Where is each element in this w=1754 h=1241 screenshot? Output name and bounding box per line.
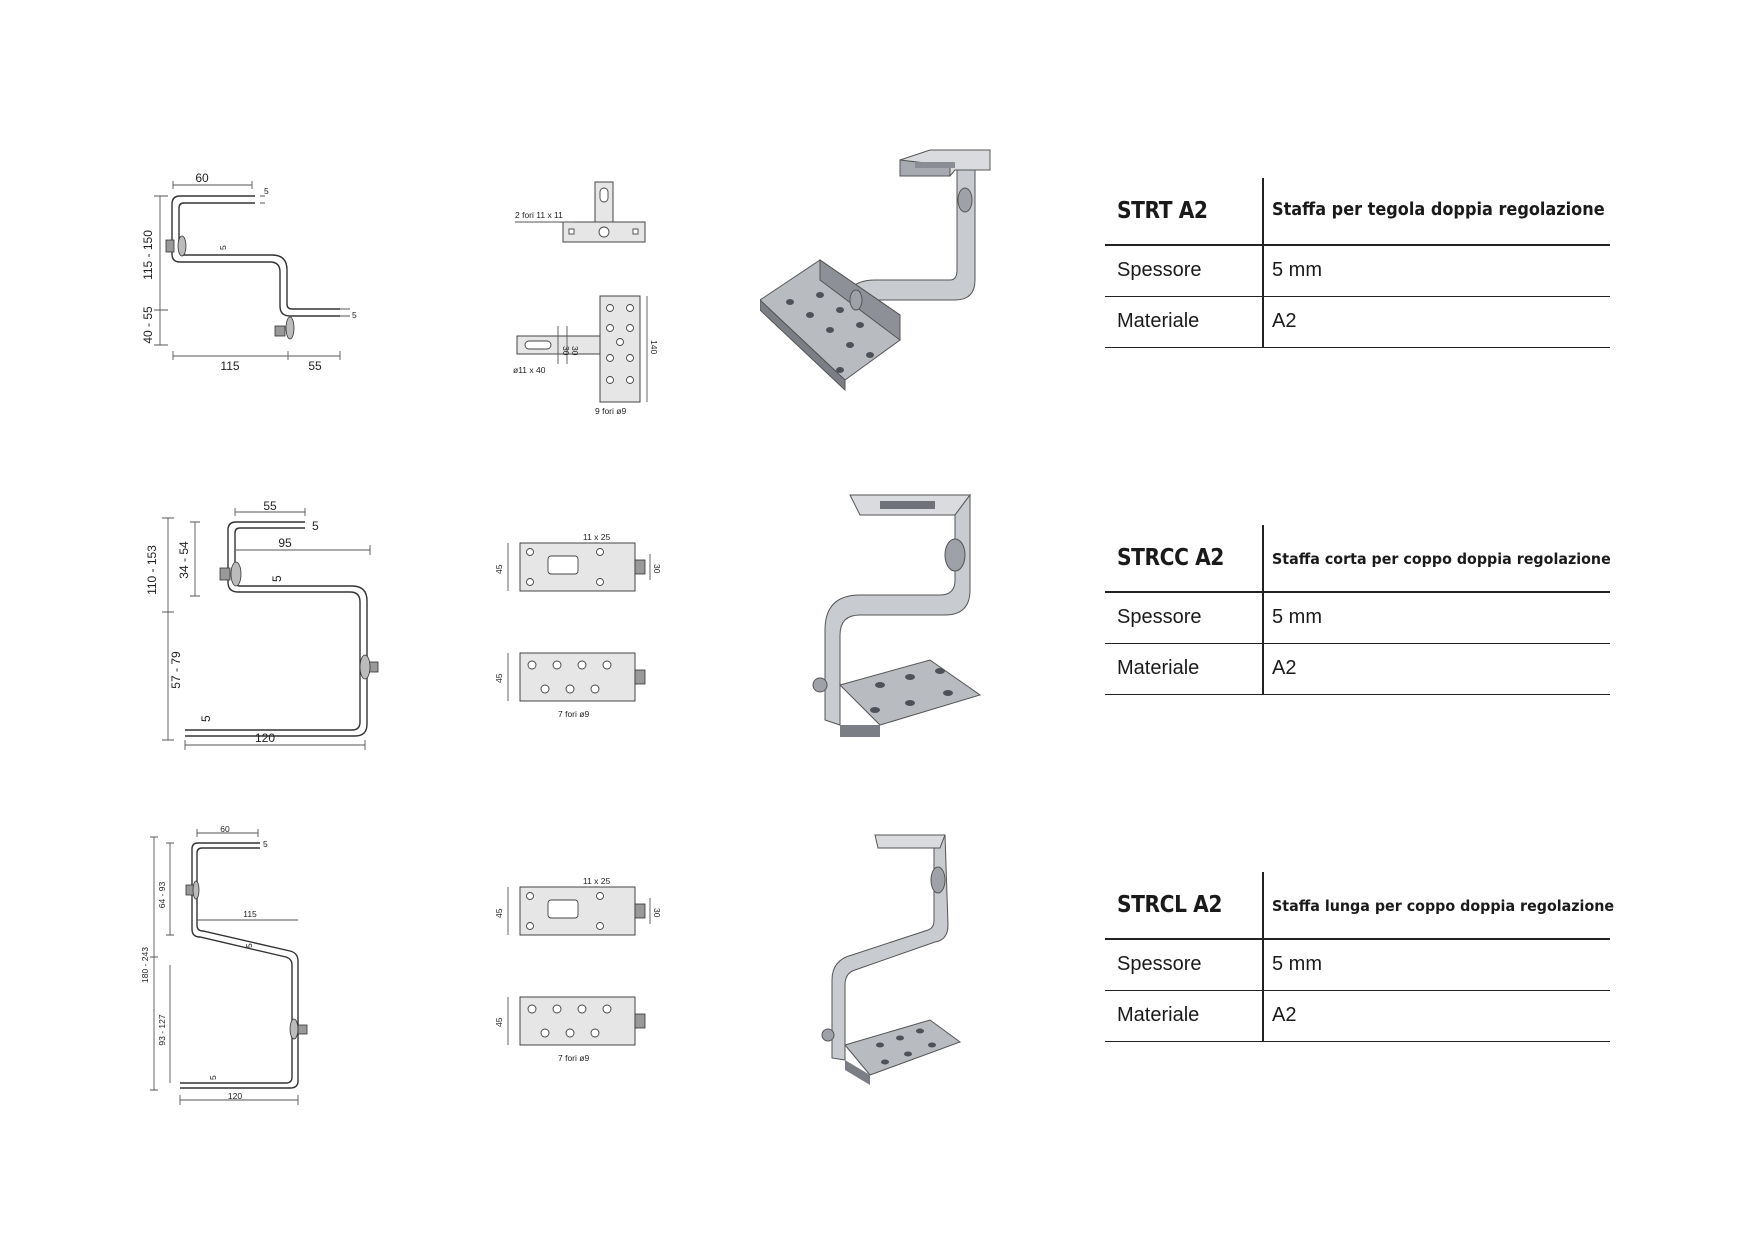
render-strcc <box>770 485 990 770</box>
spec-table-strcl: STRCL A2 Staffa lunga per coppo doppia r… <box>1105 872 1614 1042</box>
dim-lower: 57 - 79 <box>169 651 183 689</box>
dim-upper: 64 - 93 <box>157 881 167 908</box>
side-view-strcl: 60 5 180 - 243 64 - 93 115 5 93 - 127 5 … <box>140 825 340 1105</box>
spec-row-thickness: Spessore 5 mm <box>1105 940 1610 991</box>
plan-holes: 7 fori ø9 <box>558 709 589 719</box>
plan-holes-top: 2 fori 11 x 11 <box>515 210 563 220</box>
dim-top-t: 5 <box>263 839 268 849</box>
plan-slot: 11 x 25 <box>583 876 611 886</box>
spec-row-material: Materiale A2 <box>1105 644 1610 695</box>
render-strt <box>759 140 1010 425</box>
spec-divider <box>1262 940 1264 990</box>
spec-label: Materiale <box>1117 310 1200 332</box>
plan-w1: 30 <box>561 346 571 356</box>
side-view-strcc: 55 5 110 - 153 34 - 54 95 5 57 - 79 5 12… <box>140 500 400 750</box>
spec-divider <box>1262 872 1264 938</box>
dim-base: 120 <box>255 731 275 745</box>
spec-label: Spessore <box>1117 953 1202 975</box>
plan-w-top-r: 30 <box>652 564 662 574</box>
product-code: STRCL A2 <box>1117 892 1222 918</box>
spec-value: 5 mm <box>1272 953 1322 975</box>
spec-label: Materiale <box>1117 1004 1200 1026</box>
product-description: Staffa corta per coppo doppia regolazion… <box>1272 550 1611 568</box>
plan-holes: 7 fori ø9 <box>558 1053 589 1063</box>
dim-base-t: 5 <box>199 715 213 722</box>
dim-base-t: 5 <box>352 310 357 320</box>
spec-value: 5 mm <box>1272 606 1322 628</box>
dim-base: 120 <box>228 1091 242 1101</box>
product-code: STRCC A2 <box>1117 545 1224 571</box>
spec-row-material: Materiale A2 <box>1105 991 1610 1042</box>
plan-slot: 11 x 25 <box>583 532 611 542</box>
spec-label: Materiale <box>1117 657 1200 679</box>
plan-slot: ø11 x 40 <box>513 365 546 375</box>
dim-mid-t: 5 <box>244 943 254 948</box>
spec-divider <box>1262 178 1264 244</box>
spec-divider <box>1262 644 1264 694</box>
spec-value: A2 <box>1272 1004 1297 1026</box>
dim-top: 60 <box>220 825 230 834</box>
plan-len: 140 <box>649 340 659 354</box>
spec-divider <box>1262 246 1264 296</box>
dim-lower: 93 - 127 <box>157 1014 167 1045</box>
dim-base-t: 5 <box>208 1075 218 1080</box>
dim-mid-t: 5 <box>270 575 284 582</box>
spec-label: Spessore <box>1117 606 1202 628</box>
spec-divider <box>1262 991 1264 1041</box>
dim-upper: 34 - 54 <box>177 541 191 579</box>
product-description: Staffa per tegola doppia regolazione <box>1272 200 1605 220</box>
render-strcl <box>800 830 980 1115</box>
dim-height: 180 - 243 <box>140 947 150 983</box>
plan-w-top: 45 <box>494 908 504 918</box>
product-code: STRT A2 <box>1117 198 1208 224</box>
dim-span: 115 <box>243 909 257 919</box>
plan-holes: 9 fori ø9 <box>595 406 626 416</box>
dim-base-b: 55 <box>308 359 322 373</box>
plan-w2: 30 <box>570 346 580 356</box>
dim-top: 60 <box>195 171 209 185</box>
spec-header: STRCL A2 Staffa lunga per coppo doppia r… <box>1105 872 1614 940</box>
dim-top-t: 5 <box>264 186 269 196</box>
spec-label: Spessore <box>1117 259 1202 281</box>
plan-view-strcc: 11 x 25 45 30 45 7 fori ø9 <box>490 528 670 728</box>
dim-mid-t: 5 <box>218 245 228 250</box>
spec-divider <box>1262 525 1264 591</box>
spec-table-strcc: STRCC A2 Staffa corta per coppo doppia r… <box>1105 525 1611 695</box>
dim-height: 115 - 150 <box>141 230 155 280</box>
spec-row-thickness: Spessore 5 mm <box>1105 593 1610 644</box>
dim-span: 95 <box>278 536 292 550</box>
spec-row-thickness: Spessore 5 mm <box>1105 246 1610 297</box>
dim-base-a: 115 <box>220 359 239 373</box>
dim-top-t: 5 <box>312 519 319 533</box>
spec-table-strt: STRT A2 Staffa per tegola doppia regolaz… <box>1105 178 1610 348</box>
spec-value: 5 mm <box>1272 259 1322 281</box>
spec-divider <box>1262 593 1264 643</box>
dim-lower: 40 - 55 <box>141 306 155 344</box>
spec-divider <box>1262 297 1264 347</box>
plan-w-top: 45 <box>494 564 504 574</box>
product-description: Staffa lunga per coppo doppia regolazion… <box>1272 897 1615 915</box>
plan-view-strt: 2 fori 11 x 11 ø11 x 40 30 30 140 9 fori… <box>505 180 675 420</box>
plan-w-top-r: 30 <box>652 908 662 918</box>
spec-value: A2 <box>1272 310 1297 332</box>
plan-w-bottom: 45 <box>494 1017 504 1027</box>
dim-height: 110 - 153 <box>145 545 159 595</box>
spec-header: STRT A2 Staffa per tegola doppia regolaz… <box>1105 178 1610 246</box>
spec-header: STRCC A2 Staffa corta per coppo doppia r… <box>1105 525 1611 593</box>
side-view-strt: 60 5 115 - 150 5 40 - 55 115 55 5 <box>140 170 420 380</box>
spec-value: A2 <box>1272 657 1297 679</box>
dim-top: 55 <box>263 500 277 513</box>
spec-row-material: Materiale A2 <box>1105 297 1610 348</box>
plan-view-strcl: 11 x 25 45 30 45 7 fori ø9 <box>490 872 670 1072</box>
plan-w-bottom: 45 <box>494 673 504 683</box>
